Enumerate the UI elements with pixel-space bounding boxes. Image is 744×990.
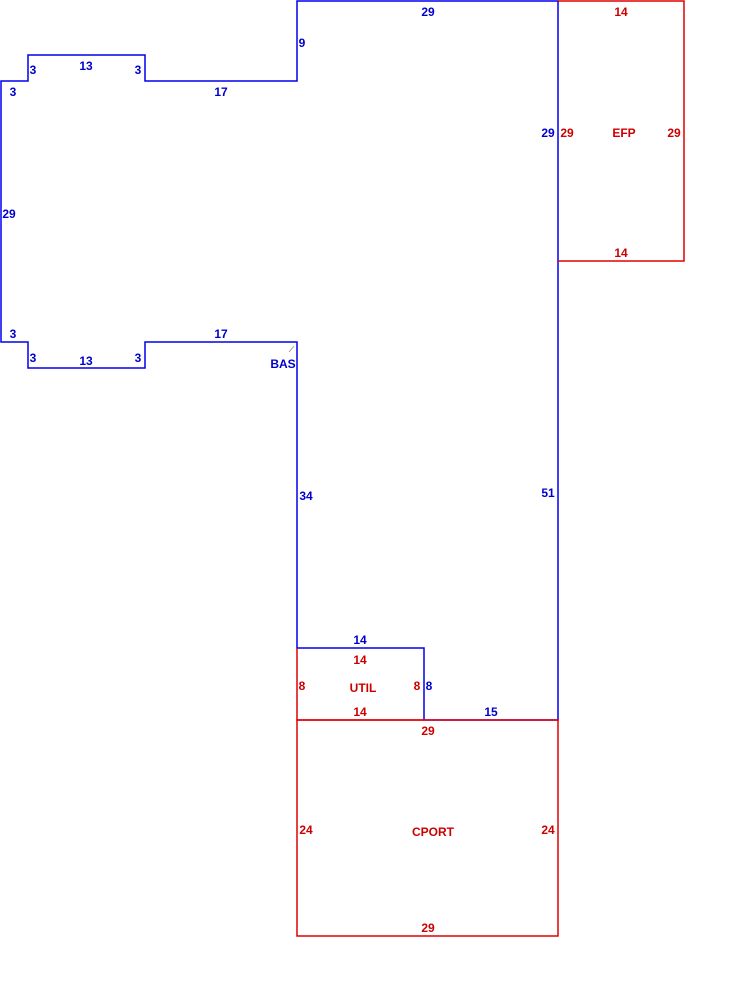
cport-dim-top: 29 — [421, 724, 435, 738]
bas-dim-left-wing-lower: 34 — [299, 489, 313, 503]
bas-dim-upper-notch-left: 3 — [30, 63, 37, 77]
bas-dim-lower-notch-bottom: 13 — [79, 354, 93, 368]
efp-dim-right: 29 — [667, 126, 681, 140]
bas-dim-upper-notch-top: 13 — [79, 59, 93, 73]
util-dim-bottom: 14 — [353, 705, 367, 719]
efp-dim-bottom: 14 — [614, 246, 628, 260]
label-tick — [288, 345, 295, 353]
efp-outline — [558, 0, 685, 262]
cport-dim-left: 24 — [299, 823, 313, 837]
util-dim-right: 8 — [414, 679, 421, 693]
cport-dim-bottom: 29 — [421, 921, 435, 935]
cport-name-label: CPORT — [412, 825, 455, 839]
bas-dim-right-side-upper: 29 — [541, 126, 555, 140]
bas-dim-bottom-run: 15 — [484, 705, 498, 719]
bas-dim-lower-notch-left: 3 — [30, 351, 37, 365]
cport-dim-right: 24 — [541, 823, 555, 837]
bas-dim-top-main: 29 — [421, 5, 435, 19]
bas-dim-upper-notch-right: 3 — [135, 63, 142, 77]
efp-dim-top: 14 — [614, 5, 628, 19]
bas-name-label: BAS — [270, 357, 295, 371]
bas-dim-step-up: 9 — [299, 36, 306, 50]
cport-outline — [296, 719, 559, 937]
efp-dim-left: 29 — [560, 126, 574, 140]
bas-dim-lower-left-step: 3 — [10, 327, 17, 341]
bas-dim-upper-right-run: 17 — [214, 85, 228, 99]
bas-dim-util-right: 8 — [426, 679, 433, 693]
util-dim-left: 8 — [299, 679, 306, 693]
bas-dim-lower-notch-right: 3 — [135, 351, 142, 365]
bas-dim-right-side-lower: 51 — [541, 486, 555, 500]
bas-dim-left-side: 29 — [2, 207, 16, 221]
efp-name-label: EFP — [612, 126, 635, 140]
bas-dim-upper-left-step: 3 — [10, 85, 17, 99]
bas-dim-lower-right-run: 17 — [214, 327, 228, 341]
util-dim-top: 14 — [353, 653, 367, 667]
util-name-label: UTIL — [350, 681, 377, 695]
bas-dim-util-top: 14 — [353, 633, 367, 647]
